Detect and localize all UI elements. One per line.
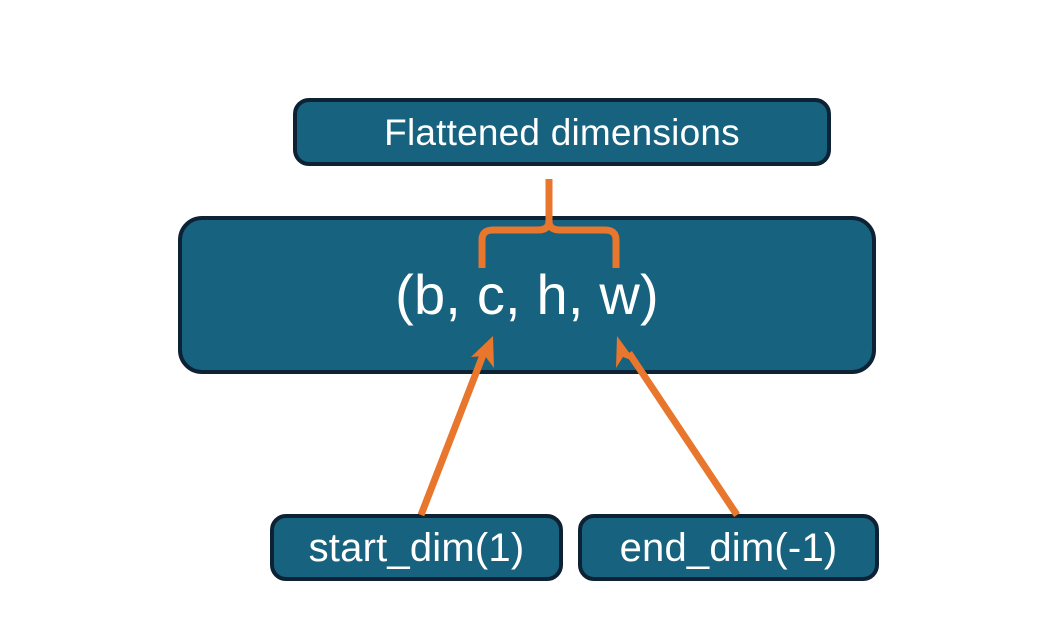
tensor-shape-label: (b, c, h, w) — [395, 263, 659, 326]
tensor-shape-box[interactable]: (b, c, h, w) — [178, 216, 876, 374]
start-dim-box[interactable]: start_dim(1) — [270, 514, 563, 581]
flattened-dimensions-box[interactable]: Flattened dimensions — [293, 98, 831, 166]
end-dim-label: end_dim(-1) — [619, 525, 838, 570]
end-dim-box[interactable]: end_dim(-1) — [578, 514, 879, 581]
start-dim-label: start_dim(1) — [308, 525, 525, 570]
flattened-dimensions-label: Flattened dimensions — [384, 111, 740, 153]
